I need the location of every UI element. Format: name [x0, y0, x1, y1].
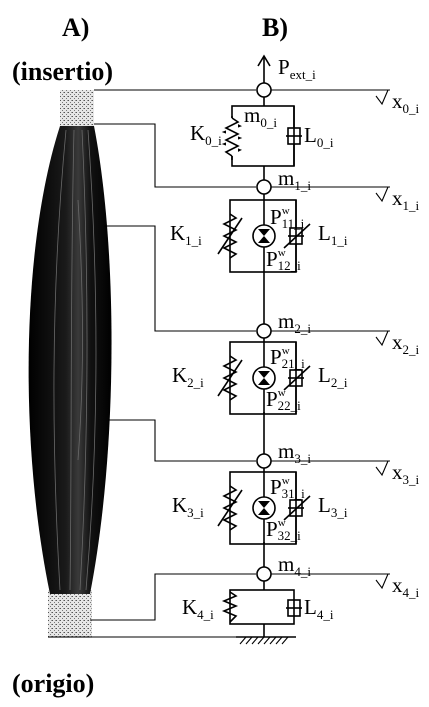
- pump-1-valve-bottom: [258, 236, 270, 243]
- displacement-lines: [271, 89, 390, 575]
- label-l4: L4_i: [304, 595, 334, 622]
- label-m2: m2_i: [278, 309, 311, 336]
- label-l0: L0_i: [304, 123, 334, 150]
- insertio-tendon: [60, 90, 94, 130]
- pump-1-valve-top: [258, 229, 270, 236]
- muscle-belly: [28, 126, 112, 594]
- label-x4: x4_i: [392, 573, 420, 600]
- label-m1: m1_i: [278, 166, 311, 193]
- muscle-fibers: [53, 129, 97, 591]
- ground-hatch: [239, 636, 289, 645]
- panel-a-label: A): [62, 13, 89, 42]
- label-x2: x2_i: [392, 330, 420, 357]
- damper-l2-variable: [283, 365, 311, 391]
- damper-l1-variable: [283, 223, 311, 249]
- label-x3: x3_i: [392, 460, 420, 487]
- damper-labels: L0_i L1_i L2_i L3_i L4_i: [304, 123, 348, 622]
- label-x1: x1_i: [392, 186, 420, 213]
- spring-k2-variable: [217, 359, 243, 397]
- link-m2: [104, 225, 256, 332]
- node-labels: m0_i m1_i m2_i m3_i m4_i: [244, 103, 311, 579]
- node-m4: [256, 566, 272, 582]
- section-4: [221, 589, 302, 625]
- label-m3: m3_i: [278, 439, 311, 466]
- pump-3-valve-top: [258, 501, 270, 508]
- label-m0: m0_i: [244, 103, 277, 130]
- origio-label: (origio): [12, 669, 94, 698]
- mid-sections: [217, 199, 311, 545]
- insertio-label: (insertio): [12, 57, 113, 86]
- label-l1: L1_i: [318, 221, 348, 248]
- damper-l3-variable: [283, 495, 311, 521]
- label-x0: x0_i: [392, 89, 420, 116]
- spring-k2: [222, 355, 238, 401]
- spring-k1: [222, 213, 238, 259]
- node-m1: [256, 179, 272, 195]
- node-m2: [256, 323, 272, 339]
- spring-k3: [222, 485, 238, 531]
- displacement-labels: x0_i x1_i x2_i x3_i x4_i: [392, 89, 420, 600]
- pump-3-valve-bottom: [258, 508, 270, 515]
- pump-2-valve-top: [258, 371, 270, 378]
- label-k1: K1_i: [170, 221, 202, 248]
- label-k4: K4_i: [182, 595, 214, 622]
- spring-labels: K0_i K1_i K2_i K3_i K4_i: [170, 121, 222, 622]
- force-label: Pext_i: [278, 55, 316, 82]
- node-m3: [256, 453, 272, 469]
- label-l2: L2_i: [318, 363, 348, 390]
- spring-k4: [221, 591, 239, 623]
- label-m4: m4_i: [278, 552, 311, 579]
- spring-k3-variable: [217, 489, 243, 527]
- label-k0: K0_i: [190, 121, 222, 148]
- label-k2: K2_i: [172, 363, 204, 390]
- label-k3: K3_i: [172, 493, 204, 520]
- node-m0: [256, 82, 272, 98]
- pump-2-valve-bottom: [258, 378, 270, 385]
- spring-k0-coil: [224, 117, 240, 157]
- spring-k1-variable: [217, 217, 243, 255]
- link-m3: [108, 419, 256, 462]
- force-arrowhead: [257, 54, 271, 67]
- link-m1: [94, 123, 256, 188]
- node-circles: [256, 82, 272, 582]
- displacement-arrows: [375, 89, 389, 590]
- origio-tendon: [48, 590, 92, 638]
- panel-b-label: B): [262, 13, 288, 42]
- label-l3: L3_i: [318, 493, 348, 520]
- section-0: [221, 105, 302, 167]
- link-m4: [90, 573, 256, 621]
